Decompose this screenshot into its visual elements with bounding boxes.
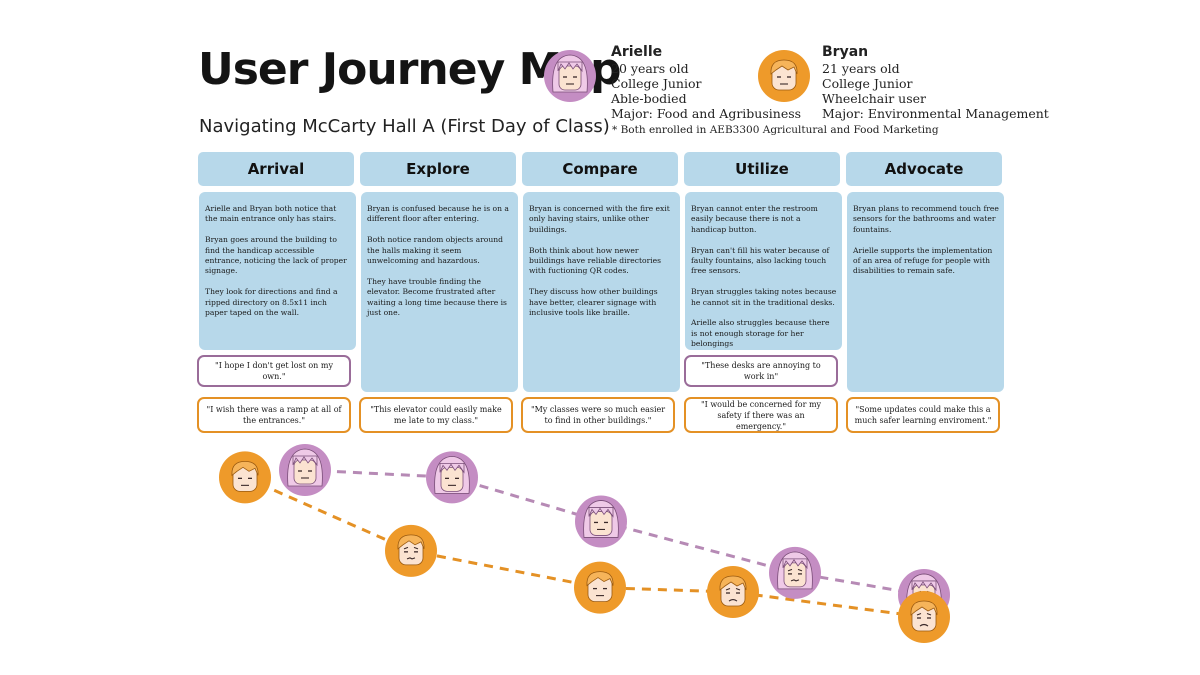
persona-bryan-major: Major: Environmental Management [822,106,1049,121]
description-paragraph: Arielle and Bryan both notice that the m… [205,204,337,224]
bryan-quote-utilize: "I would be concerned for my safety if t… [684,397,838,433]
page-subtitle: Navigating McCarty Hall A (First Day of … [199,116,610,137]
bryan-journey-point-utilize [707,566,759,619]
persona-bryan-age: 21 years old [822,61,900,76]
arielle-quote-arrival: "I hope I don't get lost on my own." [197,355,351,387]
stage-description-utilize: Bryan cannot enter the restroom easily b… [685,192,842,350]
stage-header-compare: Compare [522,152,678,186]
description-paragraph: Arielle supports the implementation of a… [853,245,993,276]
description-paragraph: Bryan cannot enter the restroom easily b… [691,204,818,234]
persona-arielle-age: 20 years old [611,61,689,76]
description-paragraph: Bryan struggles taking notes because he … [691,287,837,307]
description-paragraph: Arielle also struggles because there is … [691,318,830,349]
description-paragraph: Bryan plans to recommend touch free sens… [853,204,999,234]
description-paragraph: They discuss how other buildings have be… [529,287,658,318]
bryan-journey-point-explore [385,524,437,577]
arielle-journey-point-explore [426,451,478,504]
enrollment-footnote: * Both enrolled in AEB3300 Agricultural … [612,124,939,136]
description-paragraph: Both think about how newer buildings hav… [529,245,662,276]
description-paragraph: Bryan is confused because he is on a dif… [367,204,509,224]
persona-arielle: Arielle 20 years old College Junior Able… [611,44,801,121]
arielle-journey-point-arrival [279,444,331,496]
stage-description-explore: Bryan is confused because he is on a dif… [361,192,518,392]
description-paragraph: Bryan can't fill his water because of fa… [691,245,830,276]
bryan-quote-explore: "This elevator could easily make me late… [359,397,513,433]
bryan-journey-point-compare [574,561,626,614]
bryan-quote-advocate: "Some updates could make this a much saf… [846,397,1000,433]
arielle-journey-point-compare [575,495,627,548]
stage-header-advocate: Advocate [846,152,1002,186]
arielle-journey-line [304,468,925,597]
arielle-journey-point-utilize [769,546,821,599]
persona-bryan-name: Bryan [822,44,869,60]
persona-arielle-ability: Able-bodied [611,91,687,106]
persona-arielle-name: Arielle [611,44,663,60]
description-paragraph: Bryan goes around the building to find t… [205,235,347,276]
stage-header-arrival: Arrival [198,152,354,186]
description-paragraph: They have trouble finding the elevator. … [367,276,507,318]
description-paragraph: They look for directions and find a ripp… [205,287,338,318]
persona-arielle-major: Major: Food and Agribusiness [611,106,802,121]
persona-bryan: Bryan 21 years old College Junior Wheelc… [822,44,1049,121]
description-paragraph: Bryan is concerned with the fire exit on… [529,204,670,234]
persona-bryan-ability: Wheelchair user [822,91,926,106]
stage-header-utilize: Utilize [684,152,840,186]
arielle-quote-utilize: "These desks are annoying to work in" [684,355,838,387]
persona-bryan-year: College Junior [822,76,913,91]
bryan-avatar-icon [758,50,810,102]
bryan-quote-compare: "My classes were so much easier to find … [521,397,675,433]
arielle-avatar-icon [544,50,596,102]
stage-header-explore: Explore [360,152,516,186]
bryan-journey-point-arrival [219,451,271,504]
description-paragraph: Both notice random objects around the ha… [367,235,503,266]
bryan-quote-arrival: "I wish there was a ramp at all of the e… [197,397,351,433]
stage-description-advocate: Bryan plans to recommend touch free sens… [847,192,1004,392]
persona-arielle-year: College Junior [611,76,702,91]
stage-description-compare: Bryan is concerned with the fire exit on… [523,192,680,392]
bryan-journey-point-advocate [898,591,950,643]
stage-description-arrival: Arielle and Bryan both notice that the m… [199,192,356,350]
